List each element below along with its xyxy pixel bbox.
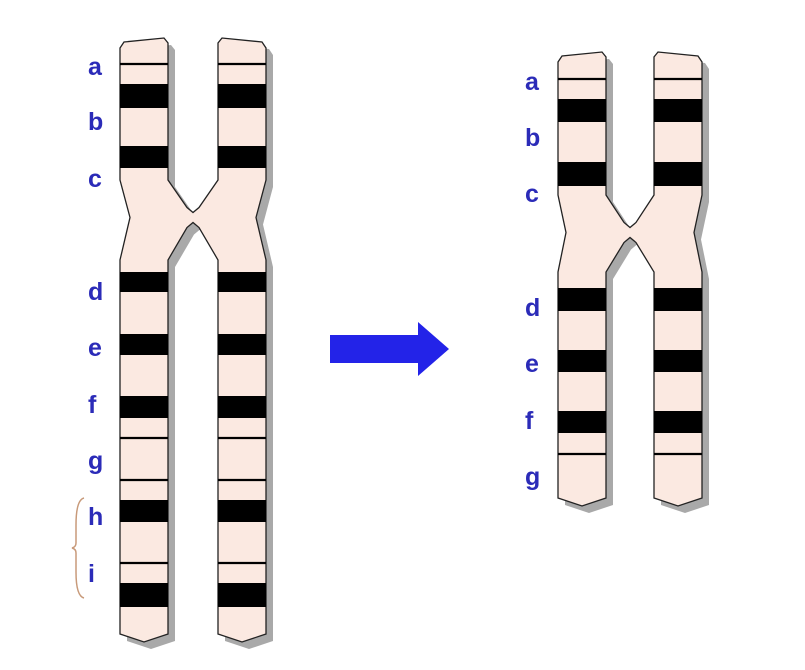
band-label-f: f	[88, 391, 97, 419]
dark-band	[654, 162, 702, 186]
band-label-g: g	[525, 463, 541, 491]
dark-band	[654, 288, 702, 311]
band-label-g: g	[88, 447, 104, 475]
band-label-e: e	[525, 350, 539, 378]
dark-band	[558, 350, 606, 372]
dark-band	[558, 411, 606, 433]
band-label-a: a	[88, 53, 102, 81]
band-label-d: d	[88, 278, 104, 306]
deleted-chromosome	[557, 51, 709, 513]
band-label-e: e	[88, 334, 102, 362]
dark-band	[218, 396, 266, 418]
dark-band	[120, 334, 168, 355]
dark-band	[120, 583, 168, 607]
dark-band	[218, 272, 266, 292]
band-label-f: f	[525, 407, 534, 435]
dark-band	[218, 334, 266, 355]
band-label-d: d	[525, 294, 541, 322]
band-label-b: b	[88, 108, 104, 136]
dark-band	[120, 146, 168, 168]
band-label-a: a	[525, 68, 539, 96]
dark-band	[218, 146, 266, 168]
dark-band	[120, 396, 168, 418]
dark-band	[120, 500, 168, 522]
dark-band	[654, 350, 702, 372]
band-label-b: b	[525, 124, 541, 152]
dark-band	[218, 84, 266, 108]
dark-band	[120, 272, 168, 292]
band-label-i: i	[88, 560, 95, 588]
chromatid-body	[119, 37, 267, 643]
dark-band	[558, 162, 606, 186]
right-arrow-icon	[330, 322, 449, 376]
band-label-c: c	[88, 165, 102, 193]
dark-band	[654, 411, 702, 433]
dark-band	[218, 500, 266, 522]
dark-band	[558, 99, 606, 122]
band-label-h: h	[88, 503, 104, 531]
original-chromosome	[119, 37, 273, 649]
dark-band	[558, 288, 606, 311]
band-label-c: c	[525, 180, 539, 208]
dark-band	[654, 99, 702, 122]
h-i-bracket	[71, 497, 85, 599]
dark-band	[120, 84, 168, 108]
dark-band	[218, 583, 266, 607]
